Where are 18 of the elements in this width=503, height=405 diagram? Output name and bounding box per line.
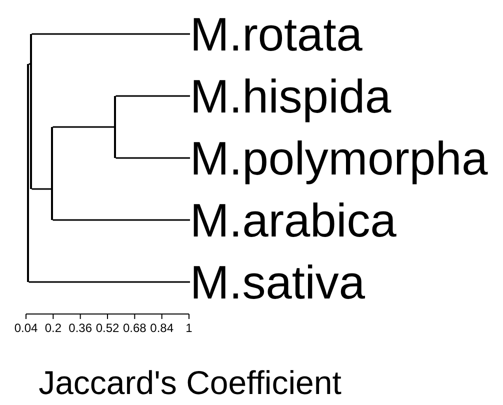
tick-label: 0.36 — [68, 322, 92, 334]
dendrogram-branch-line — [116, 95, 190, 97]
tick-label: 1 — [186, 322, 192, 334]
dendrogram-branch-line — [28, 281, 190, 283]
species-label: M.arabica — [190, 196, 396, 244]
tick-label: 0.52 — [96, 322, 120, 334]
dendrogram-branch-line — [52, 219, 190, 221]
dendrogram-branch-line — [32, 33, 190, 35]
dendrogram-branch-line — [32, 188, 52, 190]
dendrogram-branch-line — [116, 157, 190, 159]
tick-label: 0.68 — [122, 322, 146, 334]
axis-title: Jaccard's Coefficient — [38, 366, 342, 399]
species-label: M.rotata — [190, 10, 362, 58]
tick-label: 0.04 — [14, 322, 38, 334]
dendrogram-branch-line — [52, 126, 114, 128]
tick-label: 0.2 — [44, 322, 62, 334]
tick-label: 0.84 — [150, 322, 174, 334]
species-label: M.sativa — [190, 258, 365, 306]
